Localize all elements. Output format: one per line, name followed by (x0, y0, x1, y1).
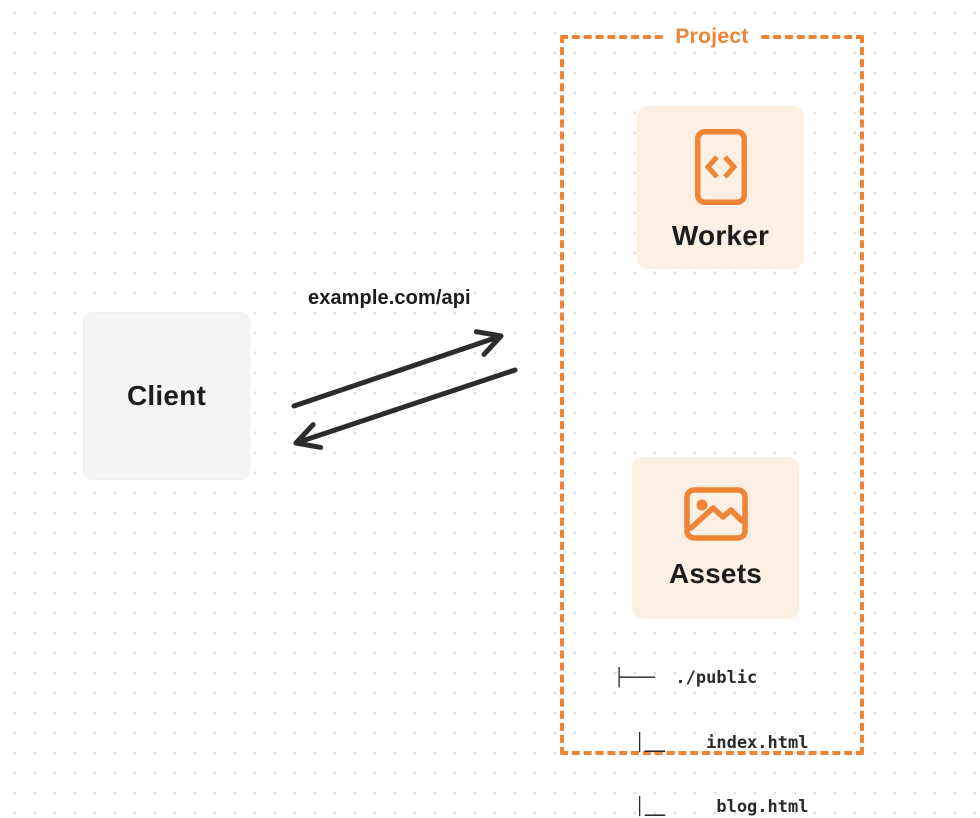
assets-node: Assets (632, 457, 799, 619)
request-arrow (291, 329, 504, 409)
assets-label: Assets (668, 558, 763, 589)
image-icon (683, 487, 748, 541)
tree-line-index: │__ index.html (614, 732, 809, 753)
request-url-label: example.com/api (308, 287, 471, 309)
worker-node: Worker (637, 106, 804, 269)
tree-line-public: ├─── ./public (614, 668, 758, 688)
project-label: Project (666, 25, 758, 49)
client-label: Client (127, 380, 206, 411)
assets-file-tree: ├─── ./public │__ index.html │__ blog.ht… (614, 625, 808, 818)
response-arrow (293, 367, 518, 450)
client-node: Client (83, 312, 250, 480)
code-document-icon (694, 129, 747, 205)
worker-label: Worker (671, 220, 770, 251)
tree-line-blog: │__ blog.html (614, 797, 809, 817)
project-container: Project Worker Assets ├─── ./public │__ … (560, 25, 864, 817)
